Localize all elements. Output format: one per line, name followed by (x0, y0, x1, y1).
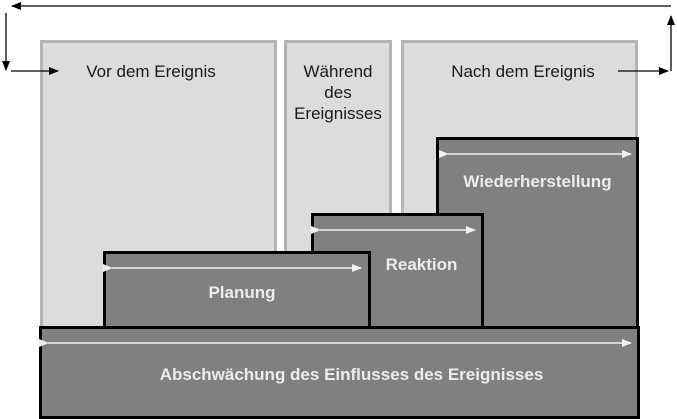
phase-during-label-line-1: Während (303, 62, 373, 81)
phase-before-label: Vor dem Ereignis (86, 62, 216, 81)
phase-during-label-line-2: des (324, 83, 352, 102)
planning-label: Planung (208, 283, 276, 302)
recovery-label: Wiederherstellung (463, 172, 612, 191)
phase-during-label-line-3: Ereignisses (294, 104, 382, 123)
cycle-arrow (2, 2, 675, 75)
response-label: Reaktion (385, 255, 458, 274)
phase-after-label: Nach dem Ereignis (451, 62, 595, 81)
mitigation-label: Abschwächung des Einflusses des Ereignis… (159, 365, 544, 384)
phase-during-label: Während des Ereignisses (284, 61, 392, 124)
